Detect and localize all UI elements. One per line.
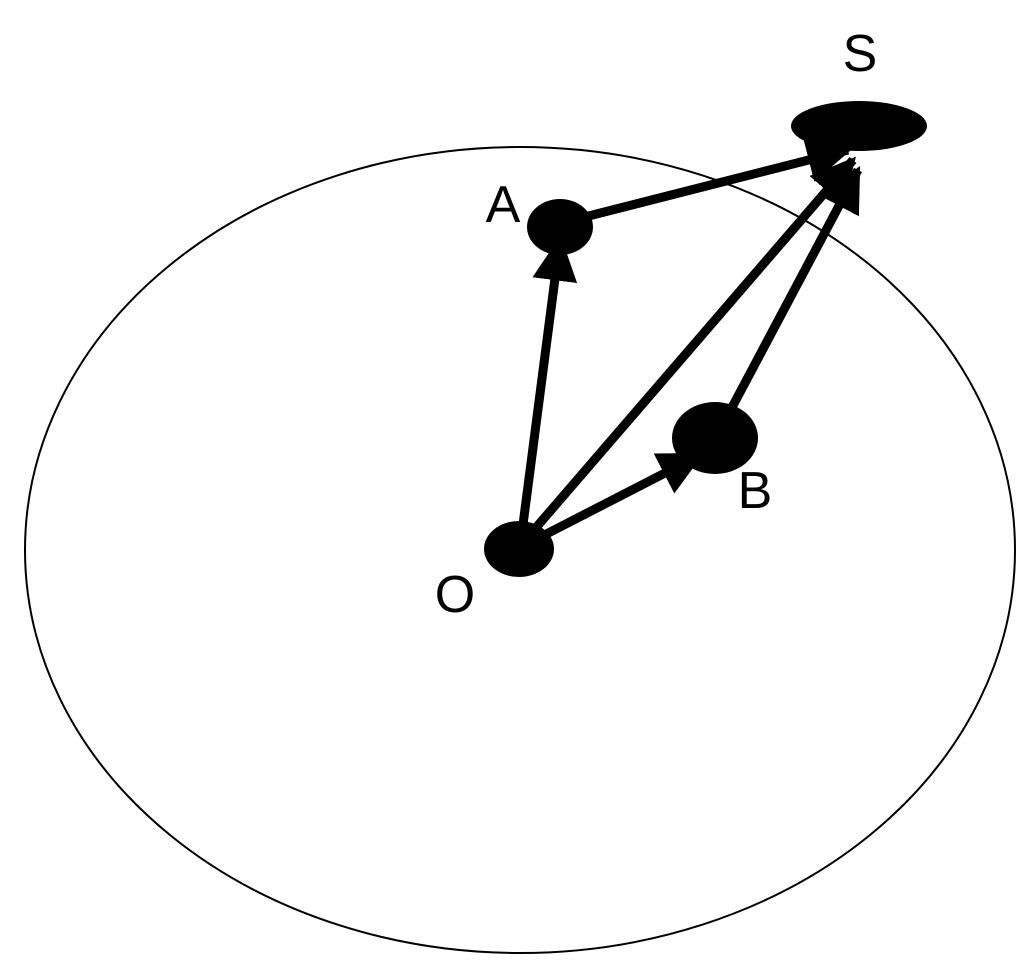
arrow-o-to-b — [522, 450, 705, 550]
node-s — [791, 101, 927, 151]
label-a: A — [486, 176, 521, 234]
arrow-b-to-s — [716, 166, 862, 433]
label-b: B — [738, 462, 773, 520]
label-o: O — [435, 566, 475, 624]
node-b — [672, 402, 758, 474]
label-s: S — [843, 25, 878, 83]
arrow-o-to-s — [517, 156, 857, 548]
boundary-ellipse — [24, 146, 1016, 954]
node-o — [484, 521, 554, 577]
node-a — [527, 199, 593, 255]
arrow-a-to-s — [563, 138, 853, 227]
arrow-o-to-a — [516, 235, 578, 541]
